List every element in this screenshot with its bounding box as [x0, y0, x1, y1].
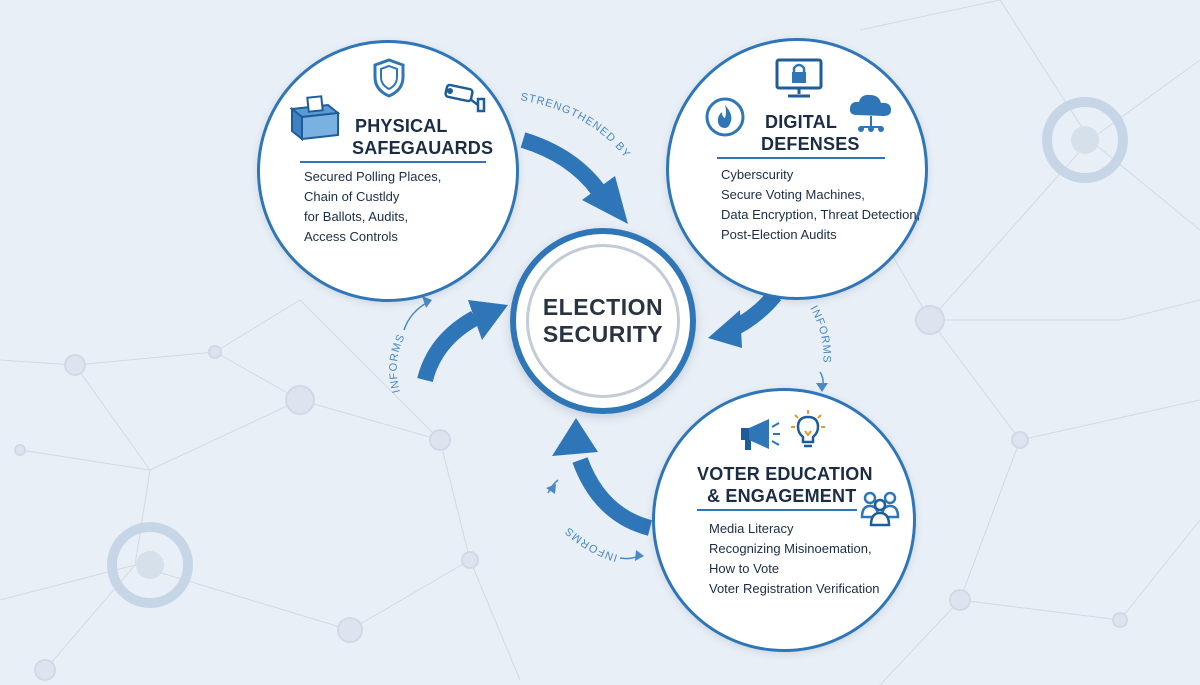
list-item: Media Literacy: [709, 521, 794, 536]
list-item: Secured Polling Places,: [304, 169, 442, 184]
voter-divider: [697, 509, 857, 511]
voter-list: Media Literacy Recognizing Misinoemation…: [709, 519, 880, 599]
election-security-hub: ELECTION SECURITY: [510, 228, 696, 414]
shield-icon: [373, 58, 405, 98]
megaphone-icon: [741, 419, 780, 450]
physical-divider: [300, 161, 486, 163]
voter-title: VOTER EDUCATION & ENGAGEMENT: [697, 464, 873, 506]
locked-monitor-icon: [775, 58, 823, 98]
arrow-left-to-center: [417, 310, 480, 383]
security-camera-icon: [444, 83, 486, 113]
firewall-flame-icon: [705, 97, 745, 137]
hub-inner-ring: ELECTION SECURITY: [526, 244, 680, 398]
list-item: Secure Voting Machines,: [721, 187, 865, 202]
hub-label: ELECTION SECURITY: [542, 294, 664, 347]
voter-education-node: VOTER EDUCATION & ENGAGEMENT Media Liter…: [652, 388, 916, 652]
list-item: Cyberscurity: [721, 167, 794, 182]
connector-informs-bottom: INFORMS: [562, 524, 618, 563]
ballot-box-icon: [289, 95, 340, 141]
list-item: Data Encryption, Threat Detection,: [721, 207, 921, 222]
list-item: Recognizing Misinoemation,: [709, 541, 872, 556]
connector-informs-left: INFORMS: [388, 332, 408, 394]
lightbulb-icon: [791, 410, 825, 448]
list-item: Post-Election Audits: [721, 227, 837, 242]
arrow-voter-to-center: [572, 457, 653, 536]
physical-title: PHYSICAL SAFEGAUARDS: [352, 116, 494, 158]
connector-informs-right: INFORMS: [807, 304, 832, 364]
arrow-physical-to-center: [520, 132, 605, 195]
digital-divider: [717, 157, 885, 159]
cloud-network-icon: [849, 94, 891, 132]
digital-title: DIGITAL DEFENSES: [761, 112, 860, 154]
physical-list: Secured Polling Places, Chain of Custldy…: [304, 167, 441, 247]
list-item: Access Controls: [304, 229, 398, 244]
list-item: Chain of Custldy: [304, 189, 400, 204]
people-group-icon: [860, 491, 900, 527]
digital-defenses-node: DIGITAL DEFENSES Cyberscurity Secure Vot…: [666, 38, 928, 300]
list-item: How to Vote: [709, 561, 780, 576]
list-item: for Ballots, Audits,: [304, 209, 409, 224]
digital-list: Cyberscurity Secure Voting Machines, Dat…: [721, 165, 920, 245]
physical-safeguards-node: PHYSICAL SAFEGAUARDS Secured Polling Pla…: [257, 40, 519, 302]
list-item: Voter Registration Verification: [709, 581, 880, 596]
